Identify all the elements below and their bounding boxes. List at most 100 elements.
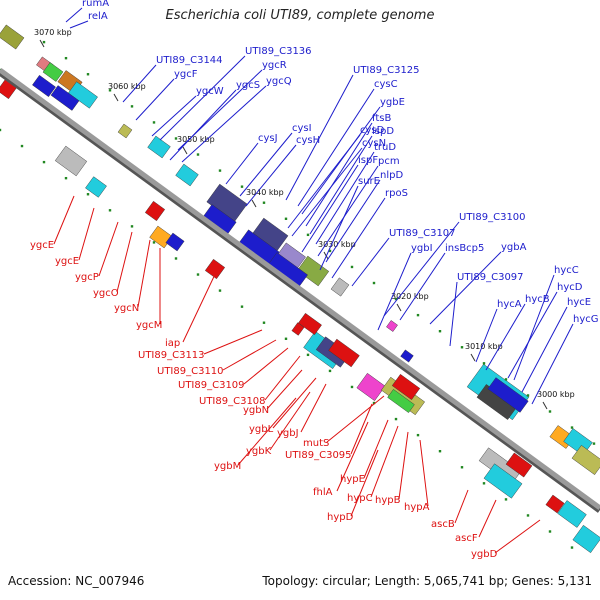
- gene-label-top: ispD: [372, 126, 394, 137]
- gene-block: [400, 349, 414, 363]
- track-dot: [592, 442, 596, 445]
- top-label-leader: [475, 308, 498, 363]
- gene-label-bottom: UTI89_C3110: [157, 366, 224, 377]
- track-dot: [218, 169, 222, 172]
- track-dot: [218, 289, 222, 292]
- gene-label-top: truD: [374, 142, 396, 153]
- track-dot: [372, 281, 376, 285]
- top-label-leader: [309, 135, 373, 235]
- bottom-label-leader: [494, 519, 541, 554]
- kbp-tick-mark: [251, 199, 257, 208]
- track-dot: [548, 410, 552, 413]
- gene-label-top: hycE: [567, 297, 591, 308]
- bottom-label-leader: [272, 377, 317, 429]
- top-label-leaders: [65, 7, 574, 405]
- top-label-leader: [305, 122, 373, 227]
- track-dot: [152, 241, 156, 244]
- top-label-leader: [169, 89, 237, 161]
- gene-label-top: cysD: [360, 125, 385, 136]
- bottom-label-leader: [98, 221, 119, 277]
- bottom-label-leader: [222, 339, 277, 371]
- gene-track-decor: [0, 24, 600, 554]
- gene-block: [328, 338, 360, 368]
- genome-summary-label: Topology: circular; Length: 5,065,741 bp…: [262, 574, 592, 588]
- top-label-leader: [159, 55, 246, 141]
- kbp-tick-mark: [542, 401, 548, 410]
- bottom-label-leader: [300, 383, 327, 433]
- track-dot: [64, 56, 68, 60]
- bottom-gene-labels: ygcEygcEygcPygcOygcNygcMiapUTI89_C3113UT…: [30, 240, 498, 560]
- top-label-leader: [377, 252, 412, 331]
- track-dot: [0, 128, 2, 132]
- track-dot: [86, 73, 90, 76]
- bottom-label-leader: [53, 195, 75, 245]
- track-dot: [306, 353, 310, 357]
- track-dot: [460, 346, 464, 349]
- bottom-label-leader: [398, 431, 409, 500]
- gene-label-bottom: hypC: [347, 493, 373, 504]
- gene-block: [356, 372, 386, 402]
- track-dot: [438, 450, 442, 453]
- gene-label-top: ispF: [358, 155, 378, 166]
- top-label-leader: [513, 274, 555, 381]
- top-label-leader: [285, 74, 354, 201]
- track-dot: [394, 297, 398, 301]
- kbp-tick-label: 3040 kbp: [246, 188, 284, 197]
- kbp-tick-label: 3060 kbp: [108, 82, 146, 91]
- bottom-label-leader: [350, 403, 373, 455]
- gene-label-top: UTI89_C3097: [457, 272, 524, 283]
- bottom-label-leader: [266, 369, 303, 410]
- bottom-label-leaders: [53, 195, 541, 554]
- gene-block: [545, 494, 565, 514]
- track-dot: [152, 121, 156, 124]
- top-label-leader: [181, 85, 267, 163]
- track-dot: [328, 369, 332, 373]
- gene-block: [571, 445, 600, 475]
- top-label-leader: [449, 281, 458, 347]
- gene-label-top: UTI89_C3144: [156, 55, 223, 66]
- gene-label-bottom: fhlA: [313, 487, 333, 498]
- bottom-label-leader: [182, 267, 219, 343]
- track-dot: [174, 137, 178, 140]
- gene-block: [85, 176, 107, 198]
- top-gene-labels: rumArelAUTI89_C3144ygcFygcWygcSUTI89_C31…: [82, 0, 599, 325]
- gene-label-bottom: UTI89_C3113: [138, 350, 205, 361]
- track-dot: [570, 426, 574, 429]
- bottom-label-leader: [370, 425, 399, 498]
- track-dot: [570, 546, 574, 549]
- gene-label-top: relA: [88, 11, 108, 22]
- top-label-leader: [287, 134, 361, 229]
- gene-label-top: hycD: [557, 282, 583, 293]
- top-label-leader: [485, 303, 526, 371]
- bottom-label-leader: [78, 207, 95, 261]
- top-label-leader: [399, 252, 446, 321]
- gene-label-bottom: hypA: [404, 502, 430, 513]
- track-dot: [438, 330, 442, 333]
- kbp-tick-label: 3070 kbp: [34, 28, 72, 37]
- bottom-label-leader: [264, 355, 301, 401]
- gene-label-top: ygbA: [501, 242, 527, 253]
- track-dot: [284, 337, 288, 340]
- gene-label-bottom: UTI89_C3109: [178, 380, 245, 391]
- track-dot: [196, 153, 200, 156]
- track-dot: [240, 305, 244, 308]
- bottom-label-leader: [137, 239, 151, 308]
- kbp-tick-mark: [470, 353, 476, 362]
- track-dot: [482, 482, 486, 485]
- gene-label-bottom: mutS: [303, 438, 329, 449]
- gene-block: [147, 135, 171, 159]
- gene-label-top: hycC: [554, 265, 579, 276]
- bottom-label-leader: [350, 449, 379, 517]
- gene-label-bottom: ygcN: [114, 303, 139, 314]
- track-dot: [42, 40, 46, 44]
- top-label-leader: [122, 64, 157, 103]
- gene-label-bottom: ygbL: [249, 424, 274, 435]
- track-dot: [482, 362, 486, 365]
- kbp-tick-label: 3050 kbp: [177, 135, 215, 144]
- gene-block: [387, 389, 415, 413]
- gene-label-bottom: ygcP: [75, 272, 99, 283]
- top-label-leader: [151, 95, 197, 137]
- gene-block: [144, 200, 166, 222]
- track-dot: [306, 233, 310, 237]
